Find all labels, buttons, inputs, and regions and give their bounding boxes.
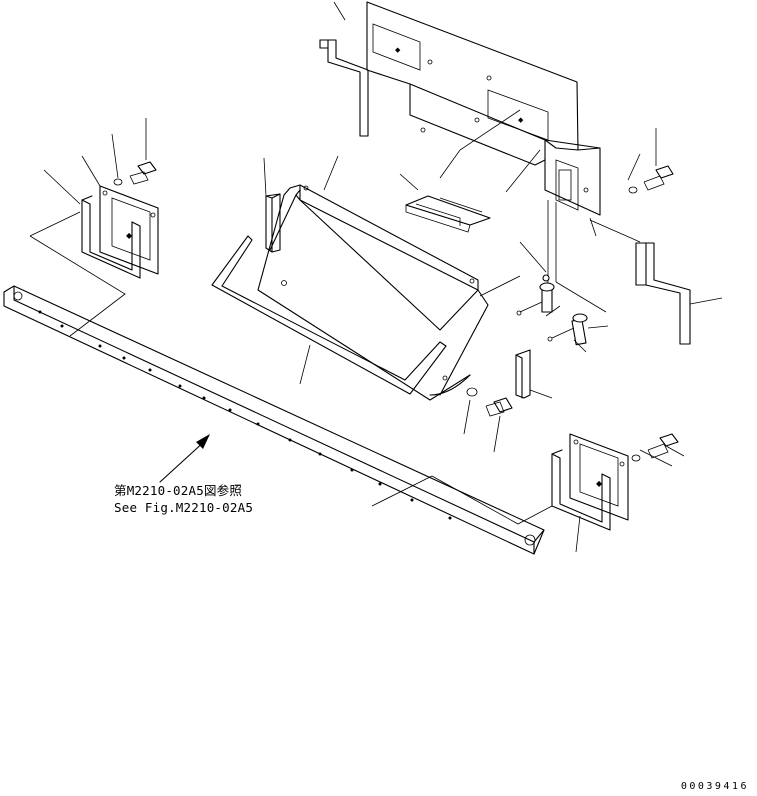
svg-text:◆: ◆ (395, 46, 401, 54)
reference-arrow (159, 434, 210, 483)
reference-label-japanese: 第M2210-02A5図参照 (114, 483, 243, 498)
z-bracket-right (635, 242, 691, 345)
mount-right: ◆ (551, 433, 629, 531)
bolt-top-right (628, 165, 674, 194)
svg-text:◆: ◆ (596, 479, 603, 488)
pins (516, 274, 588, 346)
reference-label-english: See Fig.M2210-02A5 (114, 500, 254, 515)
main-tray (211, 184, 489, 401)
svg-text:◆: ◆ (518, 116, 524, 124)
frame-rail (3, 285, 545, 555)
rear-cover-panel: ◆ ◆ (366, 1, 601, 285)
rubber-pad (405, 195, 491, 233)
bolt-middle (466, 387, 513, 417)
mount-left: ◆ (81, 185, 159, 279)
leader-lines (43, 1, 723, 553)
svg-text:◆: ◆ (126, 231, 133, 240)
drawing-number: 00039416 (680, 781, 749, 792)
bolt-left (113, 161, 157, 186)
bolt-lower-right (631, 433, 679, 462)
small-bracket-right (515, 349, 531, 399)
assembly-lines (29, 109, 641, 525)
z-bracket-top (319, 39, 369, 137)
side-bracket-left (265, 193, 281, 253)
